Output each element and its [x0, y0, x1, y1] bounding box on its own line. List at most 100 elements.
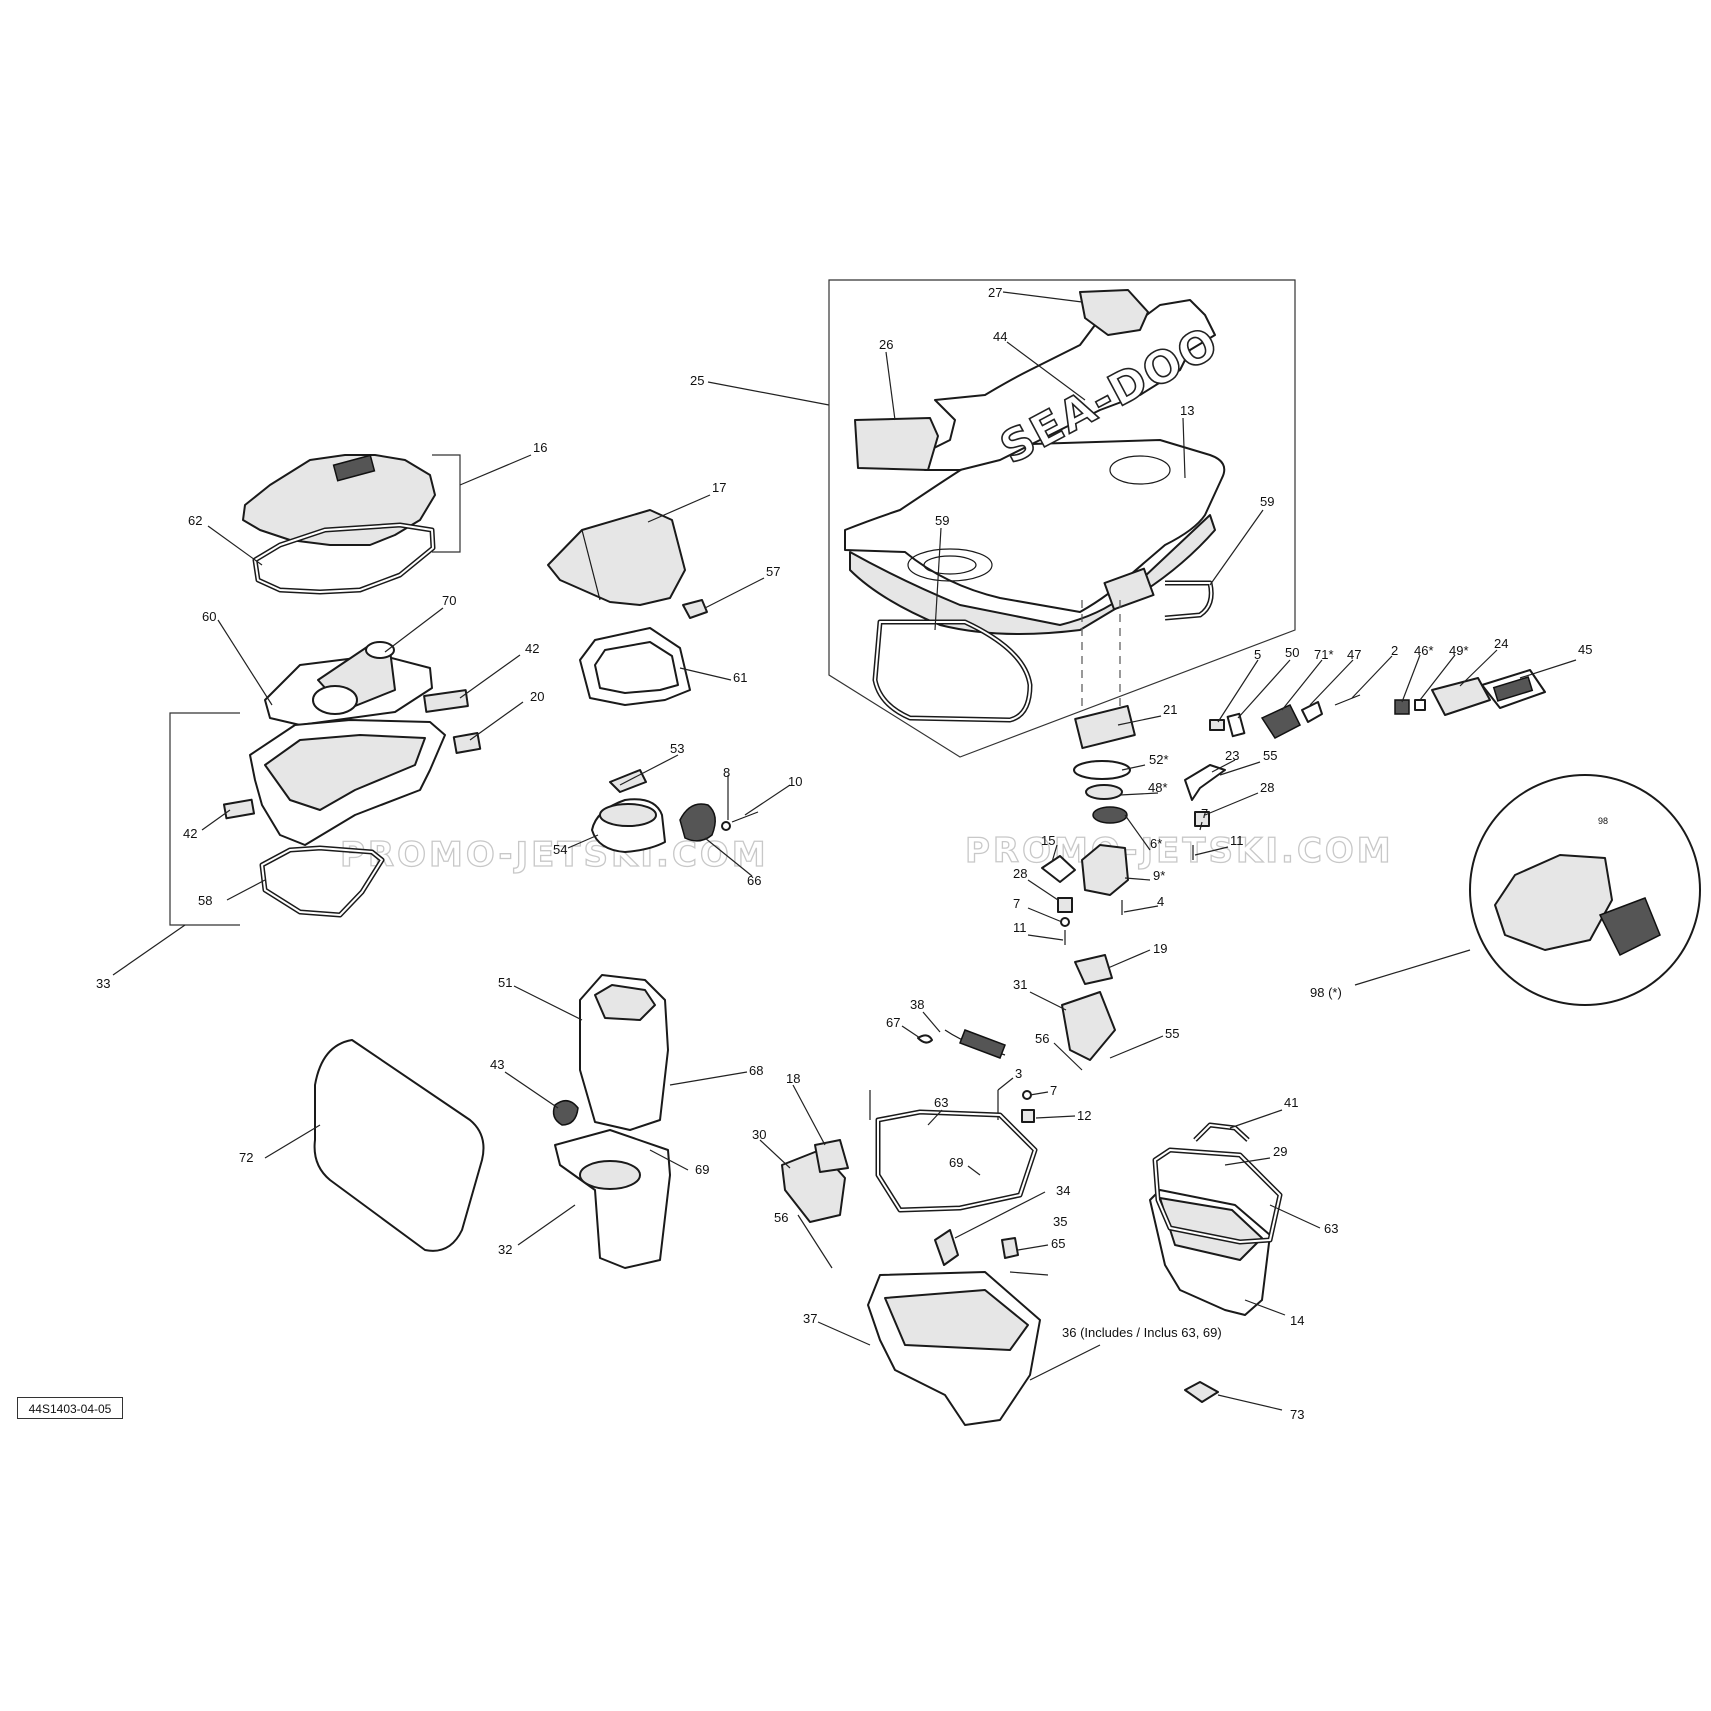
callout-21: 21 [1163, 702, 1177, 717]
callout-42-top: 42 [525, 641, 539, 656]
box-14-group [1149, 1122, 1283, 1403]
callout-42-left: 42 [183, 826, 197, 841]
arm-15 [1041, 855, 1076, 883]
funnel-70-neck [365, 641, 395, 659]
callout-73: 73 [1290, 1407, 1304, 1422]
gasket-63-right-inner [1154, 1149, 1281, 1243]
callout-2: 2 [1391, 643, 1398, 658]
bezel-45-window [1492, 676, 1534, 702]
callout-50: 50 [1285, 645, 1299, 660]
callout-31: 31 [1013, 977, 1027, 992]
box-37-opening [884, 1289, 1029, 1351]
cover-16-vent [332, 454, 376, 482]
decal-44 [919, 299, 1216, 471]
callout-20: 20 [530, 689, 544, 704]
callout-19: 19 [1153, 941, 1167, 956]
bin-51-opening [594, 984, 656, 1021]
callout-56-top: 56 [1035, 1031, 1049, 1046]
callout-34: 34 [1056, 1183, 1070, 1198]
bezel-24 [1431, 677, 1491, 716]
callout-63-right: 63 [1324, 1221, 1338, 1236]
callout-7-right: 7 [1201, 806, 1208, 821]
part-49 [1414, 699, 1426, 711]
screw-10 [731, 811, 759, 823]
frame-61-inner [594, 641, 679, 694]
callout-3: 3 [1015, 1066, 1022, 1081]
handle-59-right-inner [1164, 582, 1213, 619]
cover-16 [242, 454, 436, 546]
deck-cup-left-inner [923, 555, 977, 575]
lever-23 [1184, 764, 1226, 801]
decal-26 [854, 417, 939, 471]
callout-5: 5 [1254, 647, 1261, 662]
cushion-72-group [313, 1039, 485, 1252]
part-46 [1394, 699, 1410, 715]
clip-42-left [222, 798, 256, 820]
spacer-28-right [1194, 811, 1210, 827]
storage-bin-group-33 [169, 712, 446, 926]
washer-8 [721, 821, 731, 831]
housing-9 [1081, 844, 1129, 896]
pad-21 [1074, 704, 1136, 750]
spacer-12 [1021, 1109, 1035, 1123]
callout-53: 53 [670, 741, 684, 756]
callout-68: 68 [749, 1063, 763, 1078]
callout-48: 48* [1148, 780, 1168, 795]
callout-69-mid: 69 [949, 1155, 963, 1170]
funnel-70-mouth [312, 685, 358, 715]
deck-group-outline [828, 279, 1296, 758]
callout-66: 66 [747, 873, 761, 888]
inset-98-group: 98 [1469, 774, 1701, 1006]
hinge-mechanism [1041, 600, 1226, 985]
bracket-16 [432, 454, 461, 553]
callout-57: 57 [766, 564, 780, 579]
cover-17-edge [581, 529, 601, 601]
callout-29: 29 [1273, 1144, 1287, 1159]
gasket-59-left-inner [874, 621, 1031, 721]
callout-98: 98 (*) [1310, 985, 1342, 1000]
clip-42-top [423, 689, 469, 713]
deck-surface [849, 514, 1216, 635]
knob-54-top [599, 803, 657, 827]
watermark-2: PROMO-JETSKI.COM [965, 831, 1394, 871]
callout-43: 43 [490, 1057, 504, 1072]
callout-30: 30 [752, 1127, 766, 1142]
callout-58: 58 [198, 893, 212, 908]
callout-6: 6* [1150, 836, 1162, 851]
callout-59-right: 59 [1260, 494, 1274, 509]
latch-73 [1184, 1381, 1219, 1403]
inset-98-latch [1598, 897, 1661, 957]
callout-7-mid: 7 [1050, 1083, 1057, 1098]
callout-55-bottom: 55 [1165, 1026, 1179, 1041]
callout-28-right: 28 [1260, 780, 1274, 795]
knob-43 [552, 1099, 579, 1126]
callout-60: 60 [202, 609, 216, 624]
deck-latch-plate [1103, 567, 1155, 611]
part-5 [1209, 719, 1225, 731]
middle-hardware [781, 991, 1116, 1223]
callout-38: 38 [910, 997, 924, 1012]
cushion-72 [313, 1039, 485, 1252]
callout-63-mid: 63 [934, 1095, 948, 1110]
decal-27 [1079, 289, 1149, 336]
lock-assembly [1209, 669, 1546, 739]
callout-13: 13 [1180, 403, 1194, 418]
callout-52: 52* [1149, 752, 1169, 767]
cover-17-group [547, 509, 708, 706]
bracket-31 [1061, 991, 1116, 1061]
clip-35 [1001, 1237, 1019, 1259]
washer-7-mid [1022, 1090, 1032, 1100]
base-32-opening [579, 1160, 641, 1190]
washer-7-left [1060, 917, 1070, 927]
handle-41-inner [1194, 1124, 1249, 1141]
callout-25: 25 [690, 373, 704, 388]
callout-49: 49* [1449, 643, 1469, 658]
box-14-opening [1159, 1197, 1263, 1261]
callout-35: 35 [1053, 1214, 1067, 1229]
callout-56-bottom: 56 [774, 1210, 788, 1225]
callout-72: 72 [239, 1150, 253, 1165]
inset-98-label: 98 [1598, 816, 1608, 826]
callout-46: 46* [1414, 643, 1434, 658]
box-37-group [867, 1109, 1041, 1426]
